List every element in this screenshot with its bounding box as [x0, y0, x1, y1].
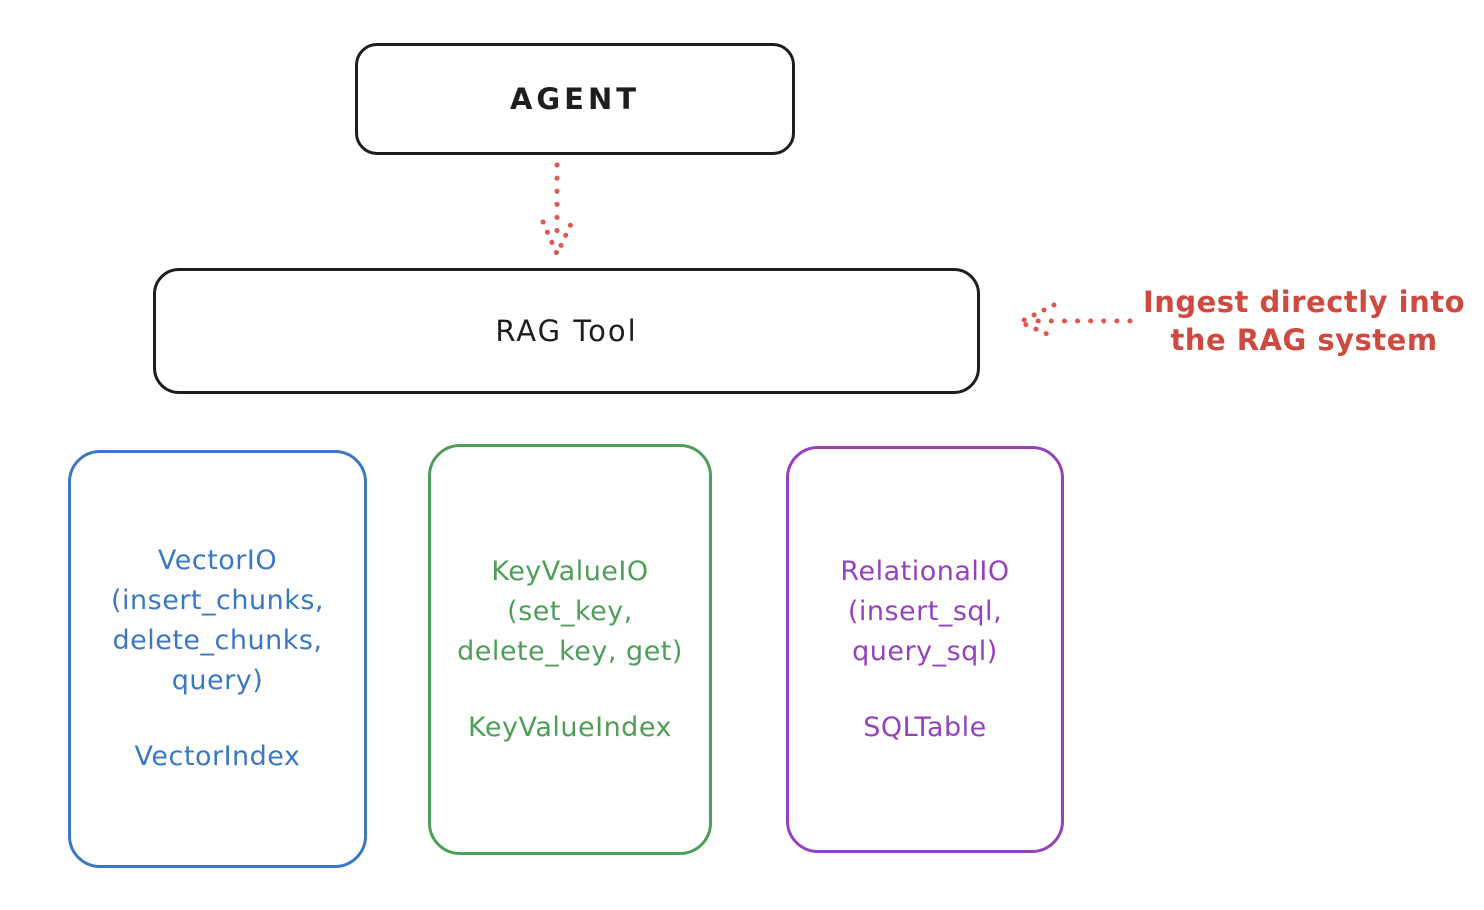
vectorio-box: VectorIO (insert_chunks, delete_chunks, … [68, 450, 367, 868]
ingest-annotation-arrow [1012, 300, 1138, 344]
relationalio-param-line: (insert_sql, [847, 595, 1003, 627]
keyvalueio-index-label: KeyValueIndex [468, 711, 672, 743]
relationalio-param-line: query_sql) [852, 635, 998, 667]
ingest-annotation-line1: Ingest directly into [1142, 285, 1466, 319]
vectorio-param-line: delete_chunks, [112, 625, 323, 656]
agent-node: AGENT [355, 43, 795, 155]
rag-tool-node: RAG Tool [153, 268, 980, 394]
vectorio-index-label: VectorIndex [134, 741, 301, 772]
keyvalueio-param-line: delete_key, get) [457, 635, 683, 667]
agent-label: AGENT [509, 82, 641, 116]
down-arrow-icon [540, 162, 574, 261]
relationalio-title: RelationalIO [840, 555, 1010, 587]
keyvalueio-title: KeyValueIO [491, 555, 649, 587]
relationalio-text: RelationalIO (insert_sql, query_sql) SQL… [840, 552, 1009, 748]
rag-tool-label: RAG Tool [495, 314, 638, 348]
relationalio-index-label: SQLTable [863, 711, 987, 743]
keyvalueio-text: KeyValueIO (set_key, delete_key, get) Ke… [457, 552, 683, 748]
keyvalueio-param-line: (set_key, [507, 595, 633, 627]
left-arrow-icon [1014, 302, 1133, 341]
relationalio-box: RelationalIO (insert_sql, query_sql) SQL… [786, 446, 1064, 853]
vectorio-param-line: (insert_chunks, [111, 585, 324, 616]
vectorio-param-line: query) [171, 665, 264, 696]
keyvalueio-box: KeyValueIO (set_key, delete_key, get) Ke… [428, 444, 712, 855]
ingest-annotation: Ingest directly into the RAG system [1138, 283, 1470, 359]
agent-to-ragtool-arrow [537, 160, 577, 264]
vectorio-title: VectorIO [157, 545, 278, 576]
vectorio-text: VectorIO (insert_chunks, delete_chunks, … [111, 541, 324, 777]
ingest-annotation-line2: the RAG system [1170, 323, 1438, 357]
